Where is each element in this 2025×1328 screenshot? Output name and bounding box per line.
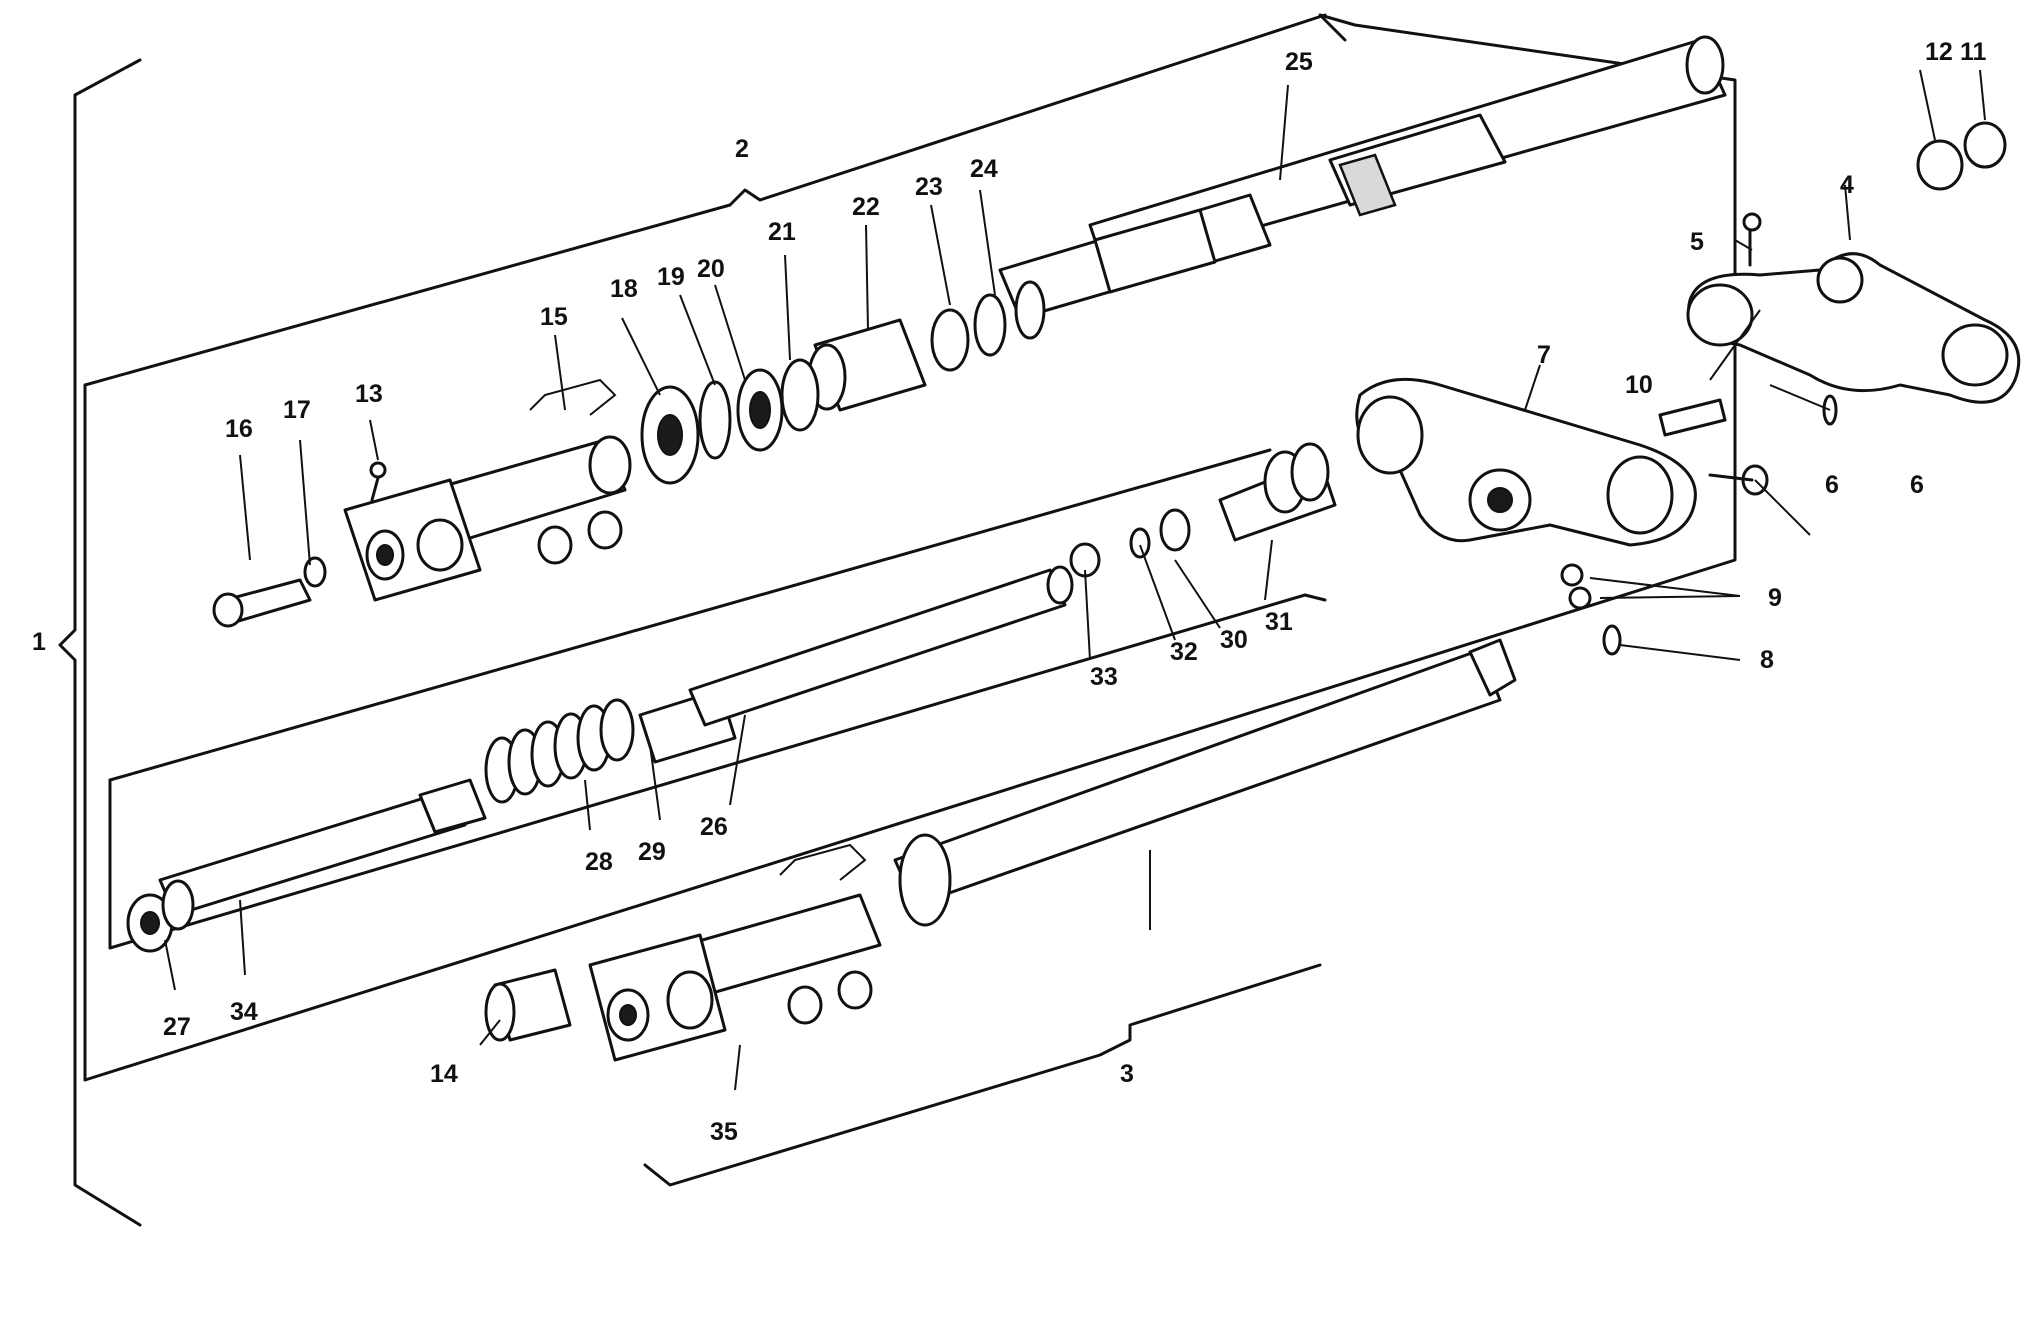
callout-6a: 6 [1825, 471, 1839, 499]
upper-triple-clamp-4 [1686, 252, 2021, 404]
bracket-cartridge [108, 448, 1327, 950]
callout-26: 26 [700, 813, 728, 841]
callout-18: 18 [610, 275, 638, 303]
callout-24: 24 [970, 155, 998, 183]
callout-34: 34 [230, 998, 258, 1026]
callout-35: 35 [710, 1118, 738, 1146]
adjuster-31 [1218, 442, 1337, 542]
callout-7: 7 [1537, 341, 1551, 369]
spring-28 [484, 698, 635, 804]
callout-4: 4 [1840, 171, 1854, 199]
bracket-group-3 [643, 963, 1322, 1187]
nut-33-washers-30-32 [1069, 508, 1191, 578]
callout-25: 25 [1285, 48, 1313, 76]
cartridge-tube-26 [638, 565, 1074, 764]
axle-bush-14 [484, 968, 572, 1042]
callout-13: 13 [355, 380, 383, 408]
callout-16: 16 [225, 415, 253, 443]
callout-31: 31 [1265, 608, 1293, 636]
callout-32: 32 [1170, 638, 1198, 666]
slider-upper [343, 378, 632, 602]
callout-3: 3 [1120, 1060, 1134, 1088]
callout-19: 19 [657, 263, 685, 291]
callout-30: 30 [1220, 626, 1248, 654]
bushing-22 [807, 318, 927, 412]
callout-12: 12 [1925, 38, 1953, 66]
bolt-16 [212, 556, 327, 628]
callout-27: 27 [163, 1013, 191, 1041]
fork-tube-lower-section [998, 193, 1272, 320]
callout-2: 2 [735, 135, 749, 163]
bracket-group-1 [58, 58, 142, 1227]
damper-rod-34 [126, 778, 487, 953]
callout-29: 29 [638, 838, 666, 866]
slider-35 [588, 843, 882, 1062]
callout-22: 22 [852, 193, 880, 221]
callout-1: 1 [32, 628, 46, 656]
fork-tube-lower [893, 638, 1517, 927]
callout-15: 15 [540, 303, 568, 331]
screw-13 [369, 461, 387, 502]
callout-33: 33 [1090, 663, 1118, 691]
callout-20: 20 [697, 255, 725, 283]
callout-14: 14 [430, 1060, 458, 1088]
cap-11-12 [1916, 121, 2007, 191]
callout-labels: 1 2 3 4 5 6 6 7 8 9 10 11 12 13 14 15 16… [32, 38, 1987, 1146]
callout-5: 5 [1690, 228, 1704, 256]
callout-11: 11 [1960, 38, 1987, 66]
leader-lines [164, 69, 1986, 1091]
callout-6b: 6 [1910, 471, 1924, 499]
callout-10: 10 [1625, 371, 1653, 399]
callout-8: 8 [1760, 646, 1774, 674]
bracket-group-2 [83, 13, 1737, 1082]
small-hardware-5-6-8-9-10 [1560, 212, 1838, 656]
callout-17: 17 [283, 396, 311, 424]
lower-triple-clamp-7 [1355, 377, 1697, 547]
callout-28: 28 [585, 848, 613, 876]
seal-rings-18-24 [640, 280, 1046, 485]
callout-9: 9 [1768, 584, 1782, 612]
callout-21: 21 [768, 218, 796, 246]
callout-23: 23 [915, 173, 943, 201]
